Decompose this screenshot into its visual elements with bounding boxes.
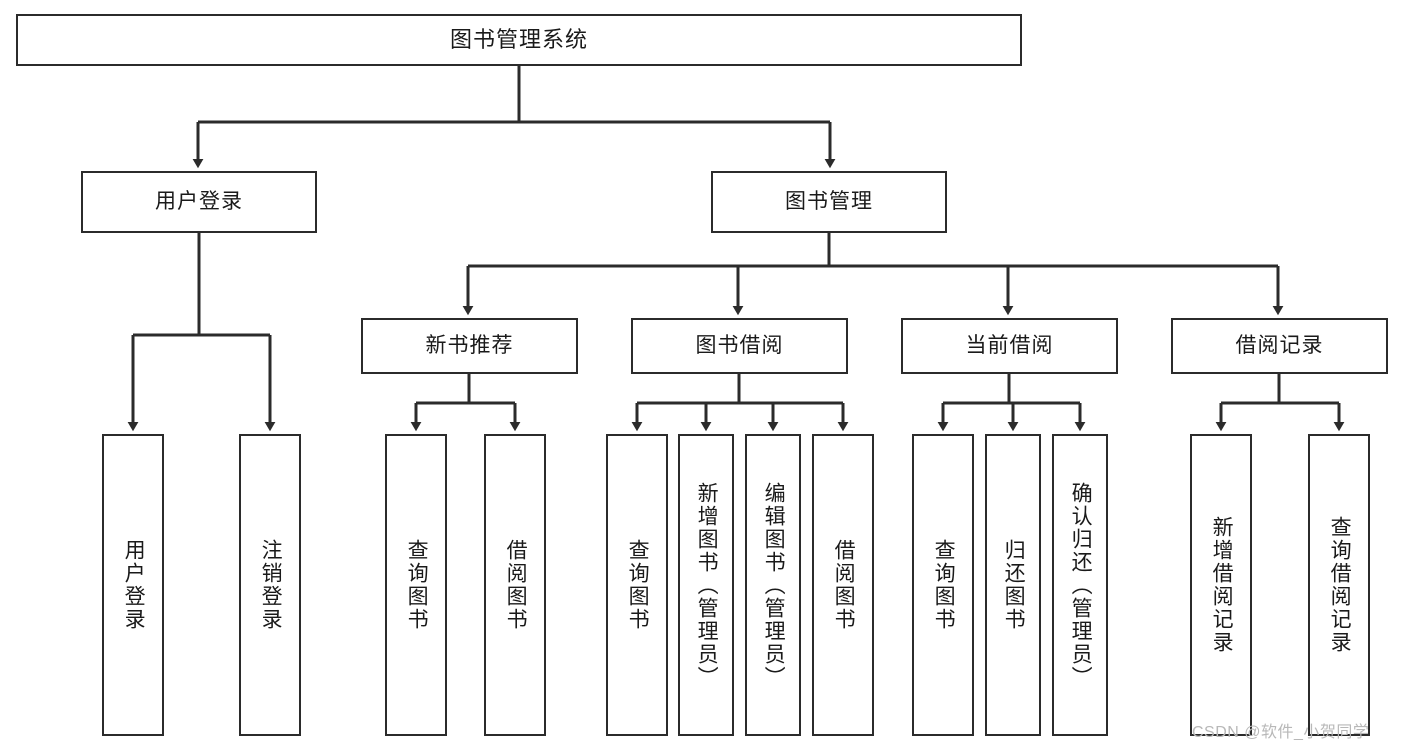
node-user-login[interactable]: 用户登录 [81, 171, 317, 233]
node-leaf-return-book[interactable]: 归还图书 [985, 434, 1041, 736]
node-leaf-query-borrow-record[interactable]: 查询借阅记录 [1308, 434, 1370, 736]
leaf-label: 归还图书 [1002, 539, 1026, 631]
node-book-manage[interactable]: 图书管理 [711, 171, 947, 233]
node-new-book-recommend[interactable]: 新书推荐 [361, 318, 578, 374]
node-leaf-borrow-book-2[interactable]: 借阅图书 [812, 434, 874, 736]
node-leaf-edit-book-admin[interactable]: 编辑图书（管理员） [745, 434, 801, 736]
leaf-label: 新增图书（管理员） [695, 481, 719, 689]
node-book-borrow[interactable]: 图书借阅 [631, 318, 848, 374]
node-leaf-add-borrow-record[interactable]: 新增借阅记录 [1190, 434, 1252, 736]
node-leaf-logout[interactable]: 注销登录 [239, 434, 301, 736]
leaf-label: 查询图书 [405, 539, 429, 631]
leaf-label: 用户登录 [122, 539, 146, 631]
leaf-label: 新增借阅记录 [1210, 516, 1234, 654]
leaf-label: 查询借阅记录 [1328, 516, 1352, 654]
node-leaf-confirm-return-admin[interactable]: 确认归还（管理员） [1052, 434, 1108, 736]
csdn-watermark: CSDN @软件_小贺同学 [1192, 724, 1370, 741]
node-leaf-query-book-1[interactable]: 查询图书 [385, 434, 447, 736]
node-borrow-record[interactable]: 借阅记录 [1171, 318, 1388, 374]
node-leaf-query-book-2[interactable]: 查询图书 [606, 434, 668, 736]
leaf-label: 编辑图书（管理员） [762, 481, 786, 689]
leaf-label: 确认归还（管理员） [1069, 481, 1093, 689]
leaf-label: 查询图书 [626, 539, 650, 631]
node-leaf-borrow-book-1[interactable]: 借阅图书 [484, 434, 546, 736]
leaf-label: 借阅图书 [832, 539, 856, 631]
leaf-label: 借阅图书 [504, 539, 528, 631]
leaf-label: 查询图书 [932, 539, 956, 631]
leaf-label: 注销登录 [259, 539, 283, 631]
node-current-borrow[interactable]: 当前借阅 [901, 318, 1118, 374]
node-leaf-query-book-3[interactable]: 查询图书 [912, 434, 974, 736]
node-leaf-add-book-admin[interactable]: 新增图书（管理员） [678, 434, 734, 736]
node-leaf-user-login[interactable]: 用户登录 [102, 434, 164, 736]
node-root-system[interactable]: 图书管理系统 [16, 14, 1022, 66]
